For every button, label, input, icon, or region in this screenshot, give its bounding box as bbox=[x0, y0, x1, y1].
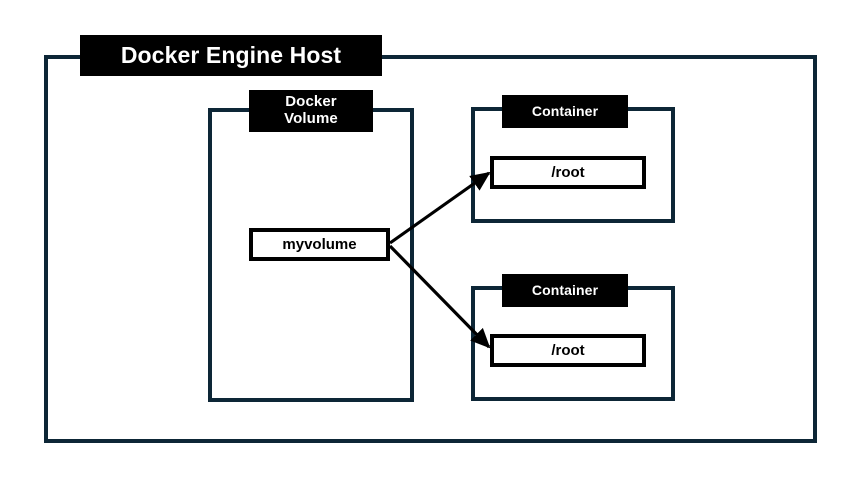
docker-volume-label-text: Docker Volume bbox=[284, 93, 338, 128]
docker-engine-host-frame bbox=[44, 55, 817, 443]
docker-volume-label: Docker Volume bbox=[249, 90, 373, 132]
container-label-2: Container bbox=[502, 274, 628, 307]
root-mount-node-2: /root bbox=[490, 334, 646, 367]
docker-volume-label-line-2: Volume bbox=[284, 110, 338, 127]
docker-engine-host-label: Docker Engine Host bbox=[80, 35, 382, 76]
root-mount-node-1: /root bbox=[490, 156, 646, 189]
docker-volume-label-line-1: Docker bbox=[285, 93, 337, 111]
container-label-1: Container bbox=[502, 95, 628, 128]
myvolume-node: myvolume bbox=[249, 228, 390, 261]
